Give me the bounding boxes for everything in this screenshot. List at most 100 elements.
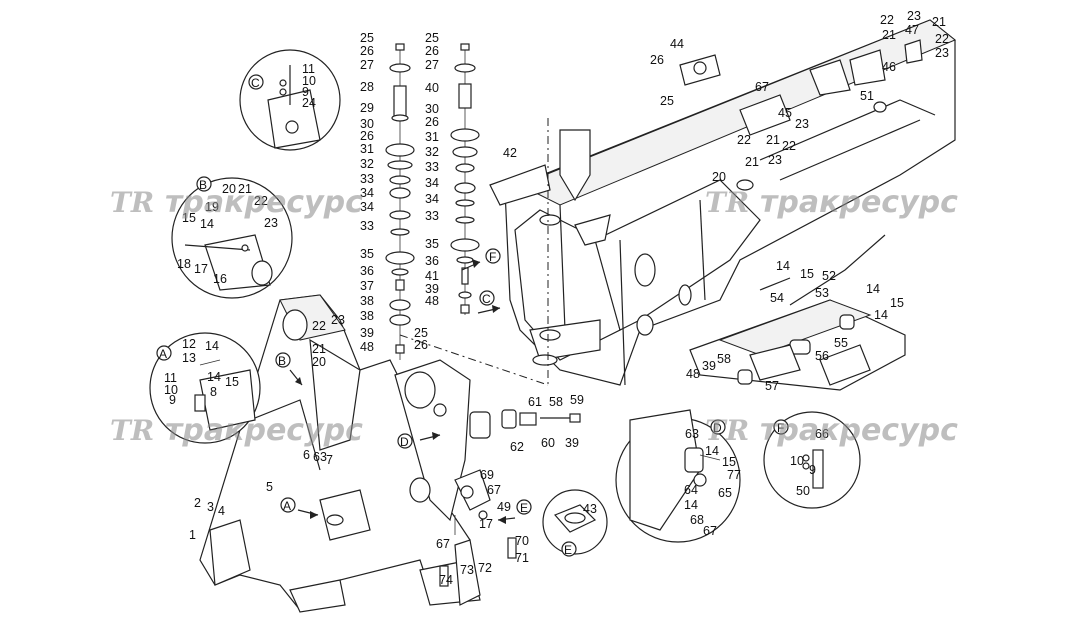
label: 58 [717,352,731,366]
label: 66 [815,427,829,441]
label: 67 [436,537,450,551]
label: 74 [439,573,453,587]
label: 20 [712,170,726,184]
watermark-1: TR тракресурс [110,185,363,220]
label: 26 [360,129,374,143]
label: 55 [834,336,848,350]
label: 17 [479,517,493,531]
label: 10 [302,74,316,88]
label: 48 [425,294,439,308]
watermark-text: тракресурс [760,413,958,448]
label: 9 [809,463,816,477]
label: 14 [684,498,698,512]
label: 72 [478,561,492,575]
label: 63 [313,450,327,464]
label: 67 [703,524,717,538]
label: 68 [690,513,704,527]
label: 16 [213,272,227,286]
dashed-leader-2 [399,334,549,386]
label: 31 [425,130,439,144]
label: 61 [528,395,542,409]
label: 32 [425,145,439,159]
label: 37 [360,279,374,293]
label: 26 [414,338,428,352]
label: 26 [360,44,374,58]
label: 14 [200,217,214,231]
arrow-letter: B [278,354,286,368]
label: 34 [360,200,374,214]
label: 67 [487,483,501,497]
label: 8 [210,385,217,399]
labels-detail-A: 12 14 13 11 10 14 15 9 8 [164,337,239,407]
label: 24 [302,96,316,110]
label: 65 [718,486,732,500]
label: 33 [425,209,439,223]
label: 21 [238,182,252,196]
label: 47 [905,23,919,37]
label: 28 [360,80,374,94]
label: 23 [331,313,345,327]
watermark-3: TR тракресурс [110,413,363,448]
arrow-letter: C [482,292,491,306]
label: 26 [650,53,664,67]
label: 25 [660,94,674,108]
label: 21 [882,28,896,42]
label: 1 [189,528,196,542]
label: 45 [778,106,792,120]
label: 12 [182,337,196,351]
detail-letter: D [713,421,722,435]
detail-letter: E [564,543,572,557]
label: 48 [686,367,700,381]
label: 63 [685,427,699,441]
labels-frame: 42 44 26 25 22 23 21 47 21 22 46 23 51 6… [503,9,949,184]
label: 51 [860,89,874,103]
detail-circle-D [615,409,741,543]
label: 52 [822,269,836,283]
label: 39 [702,359,716,373]
label: 48 [360,340,374,354]
kingpin-stack-left [385,43,415,360]
kingpin-stack-right [450,43,480,315]
label: 25 [425,31,439,45]
label: 36 [425,254,439,268]
label: 20 [312,355,326,369]
label: 67 [755,80,769,94]
label: 30 [425,102,439,116]
watermark-4: TR тракресурс [705,413,958,448]
label: 64 [684,483,698,497]
label: 39 [425,282,439,296]
label: 26 [425,115,439,129]
detail-circle-F [763,411,861,509]
label: 10 [790,454,804,468]
label: 34 [425,176,439,190]
label: 35 [360,247,374,261]
label: 10 [164,383,178,397]
label: 40 [425,81,439,95]
label: 39 [565,436,579,450]
label: 20 [222,182,236,196]
watermark-logo: TR [705,186,749,219]
label: 73 [460,563,474,577]
label: 27 [425,58,439,72]
label: 23 [768,153,782,167]
label: 14 [705,444,719,458]
label: 70 [515,534,529,548]
label: 77 [727,468,741,482]
detail-letter: B [199,178,207,192]
label: 25 [414,326,428,340]
label: 15 [722,455,736,469]
label: 23 [935,46,949,60]
label: 9 [302,85,309,99]
detail-circle-E [542,489,608,555]
label: 30 [360,117,374,131]
label: 23 [795,117,809,131]
label: 59 [570,393,584,407]
label: 23 [907,9,921,23]
labels-detail-F: 66 10 9 50 [790,427,829,498]
axle-trunnion [689,234,906,391]
label: 27 [360,58,374,72]
label: 21 [932,15,946,29]
label: 22 [312,319,326,333]
label: 13 [182,351,196,365]
label: 33 [360,172,374,186]
